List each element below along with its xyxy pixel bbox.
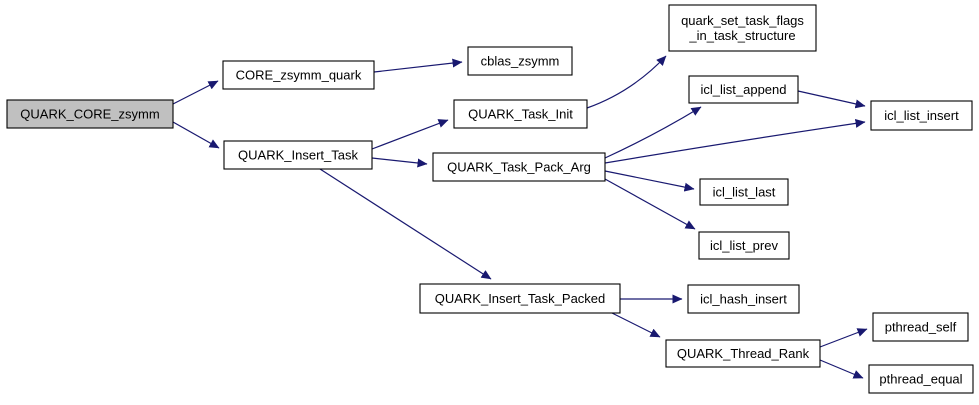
node-box[interactable] <box>665 339 821 368</box>
node-QUARK_CORE_zsymm: QUARK_CORE_zsymm <box>6 99 174 129</box>
node-box[interactable] <box>872 312 969 342</box>
node-label: QUARK_Task_Init <box>468 107 573 122</box>
edge-icl_list_append-to-icl_list_insert <box>797 90 866 109</box>
node-box[interactable] <box>432 152 606 182</box>
node-QUARK_Insert_Task_Packed[interactable]: QUARK_Insert_Task_Packed <box>419 283 621 314</box>
edge-QUARK_CORE_zsymm-to-QUARK_Insert_Task <box>172 121 220 149</box>
node-box[interactable] <box>868 364 974 394</box>
edge-QUARK_CORE_zsymm-to-CORE_zsymm_quark <box>172 80 219 105</box>
node-label: pthread_equal <box>879 372 962 387</box>
node-box[interactable] <box>222 60 375 90</box>
node-quark_set_task_flags_in_task_structure[interactable]: quark_set_task_flags_in_task_structure <box>668 4 817 52</box>
node-label: icl_list_insert <box>884 108 959 123</box>
edge-QUARK_Task_Init-to-quark_set_task_flags_in_task_structure <box>586 55 667 109</box>
node-label: cblas_zsymm <box>481 54 560 69</box>
node-box[interactable] <box>453 99 588 129</box>
node-label: icl_list_last <box>713 185 776 200</box>
node-box[interactable] <box>668 4 817 52</box>
node-box[interactable] <box>687 284 800 314</box>
node-label: icl_hash_insert <box>700 292 787 307</box>
node-QUARK_Thread_Rank[interactable]: QUARK_Thread_Rank <box>665 339 821 368</box>
node-box[interactable] <box>223 140 373 170</box>
node-pthread_self[interactable]: pthread_self <box>872 312 969 342</box>
edge-QUARK_Insert_Task-to-QUARK_Task_Init <box>371 119 449 150</box>
node-label: QUARK_Insert_Task <box>238 148 358 163</box>
node-box[interactable] <box>467 46 573 76</box>
edge-CORE_zsymm_quark-to-cblas_zsymm <box>373 58 463 73</box>
node-icl_list_prev[interactable]: icl_list_prev <box>698 231 790 260</box>
edge-QUARK_Thread_Rank-to-pthread_equal <box>819 359 864 379</box>
edge-QUARK_Task_Pack_Arg-to-icl_list_insert <box>604 118 866 164</box>
edge-QUARK_Task_Pack_Arg-to-icl_list_last <box>604 170 695 192</box>
node-CORE_zsymm_quark[interactable]: CORE_zsymm_quark <box>222 60 375 90</box>
edge-QUARK_Insert_Task-to-QUARK_Task_Pack_Arg <box>371 157 428 168</box>
node-QUARK_Task_Pack_Arg[interactable]: QUARK_Task_Pack_Arg <box>432 152 606 182</box>
node-icl_list_last[interactable]: icl_list_last <box>699 178 789 206</box>
edge-QUARK_Insert_Task-to-QUARK_Insert_Task_Packed <box>319 168 492 280</box>
node-box <box>6 99 174 129</box>
node-label: icl_list_prev <box>710 238 778 253</box>
node-label: CORE_zsymm_quark <box>236 68 362 83</box>
node-pthread_equal[interactable]: pthread_equal <box>868 364 974 394</box>
node-label: pthread_self <box>885 320 957 335</box>
edge-QUARK_Insert_Task_Packed-to-QUARK_Thread_Rank <box>611 312 661 338</box>
node-label: icl_list_append <box>700 82 786 97</box>
node-box[interactable] <box>419 283 621 314</box>
node-icl_list_insert[interactable]: icl_list_insert <box>870 100 973 131</box>
node-box[interactable] <box>870 100 973 131</box>
node-box[interactable] <box>699 178 789 206</box>
node-QUARK_Insert_Task[interactable]: QUARK_Insert_Task <box>223 140 373 170</box>
node-QUARK_Task_Init[interactable]: QUARK_Task_Init <box>453 99 588 129</box>
edge-QUARK_Task_Pack_Arg-to-icl_list_prev <box>604 178 696 230</box>
edge-QUARK_Thread_Rank-to-pthread_self <box>819 328 868 348</box>
edge-QUARK_Task_Pack_Arg-to-icl_list_append <box>604 106 702 159</box>
node-box[interactable] <box>698 231 790 260</box>
node-label: QUARK_Task_Pack_Arg <box>447 160 591 175</box>
node-label: QUARK_CORE_zsymm <box>20 107 159 122</box>
node-label: QUARK_Insert_Task_Packed <box>435 291 606 306</box>
node-box[interactable] <box>688 75 799 104</box>
node-icl_list_append[interactable]: icl_list_append <box>688 75 799 104</box>
node-cblas_zsymm[interactable]: cblas_zsymm <box>467 46 573 76</box>
node-label: QUARK_Thread_Rank <box>677 346 810 361</box>
node-icl_hash_insert[interactable]: icl_hash_insert <box>687 284 800 314</box>
node-label: quark_set_task_flags_in_task_structure <box>681 13 804 43</box>
